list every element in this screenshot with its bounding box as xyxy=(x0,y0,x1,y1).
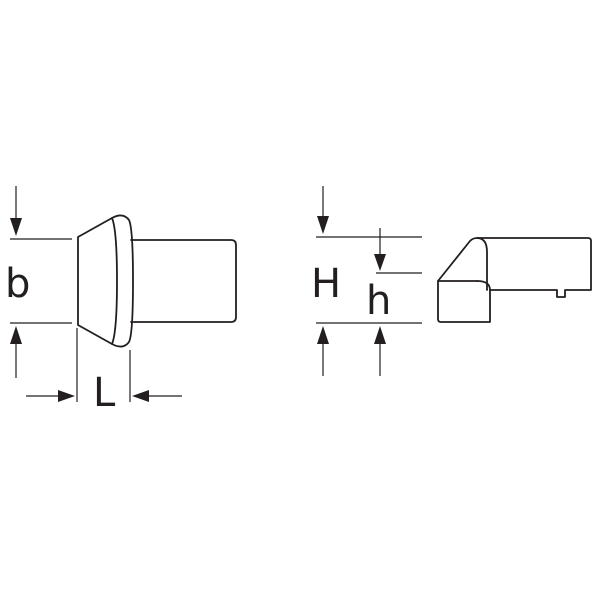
arrowhead xyxy=(10,326,22,344)
label-H: H xyxy=(311,261,341,307)
tapered-head-outline xyxy=(77,214,134,348)
front-view xyxy=(77,214,237,348)
arrowhead xyxy=(374,254,386,271)
profile-edge xyxy=(476,237,488,291)
side-profile-outline xyxy=(437,237,592,323)
dimension-b: b xyxy=(5,186,72,378)
dimension-L: L xyxy=(26,328,182,416)
profile-edge xyxy=(476,280,491,291)
label-b: b xyxy=(5,261,30,307)
dimension-h: h xyxy=(366,228,422,376)
side-view xyxy=(437,237,592,323)
arrowhead xyxy=(10,218,22,236)
arrowhead xyxy=(317,326,329,344)
arrowhead xyxy=(58,390,75,402)
arrowhead xyxy=(317,216,329,234)
arrowhead xyxy=(132,390,149,402)
shaft-outline xyxy=(130,239,237,323)
dimension-H: H xyxy=(311,186,422,376)
arrowhead xyxy=(374,326,386,344)
label-h: h xyxy=(366,278,391,324)
label-L: L xyxy=(93,370,116,416)
head-inner-edge xyxy=(111,217,118,345)
